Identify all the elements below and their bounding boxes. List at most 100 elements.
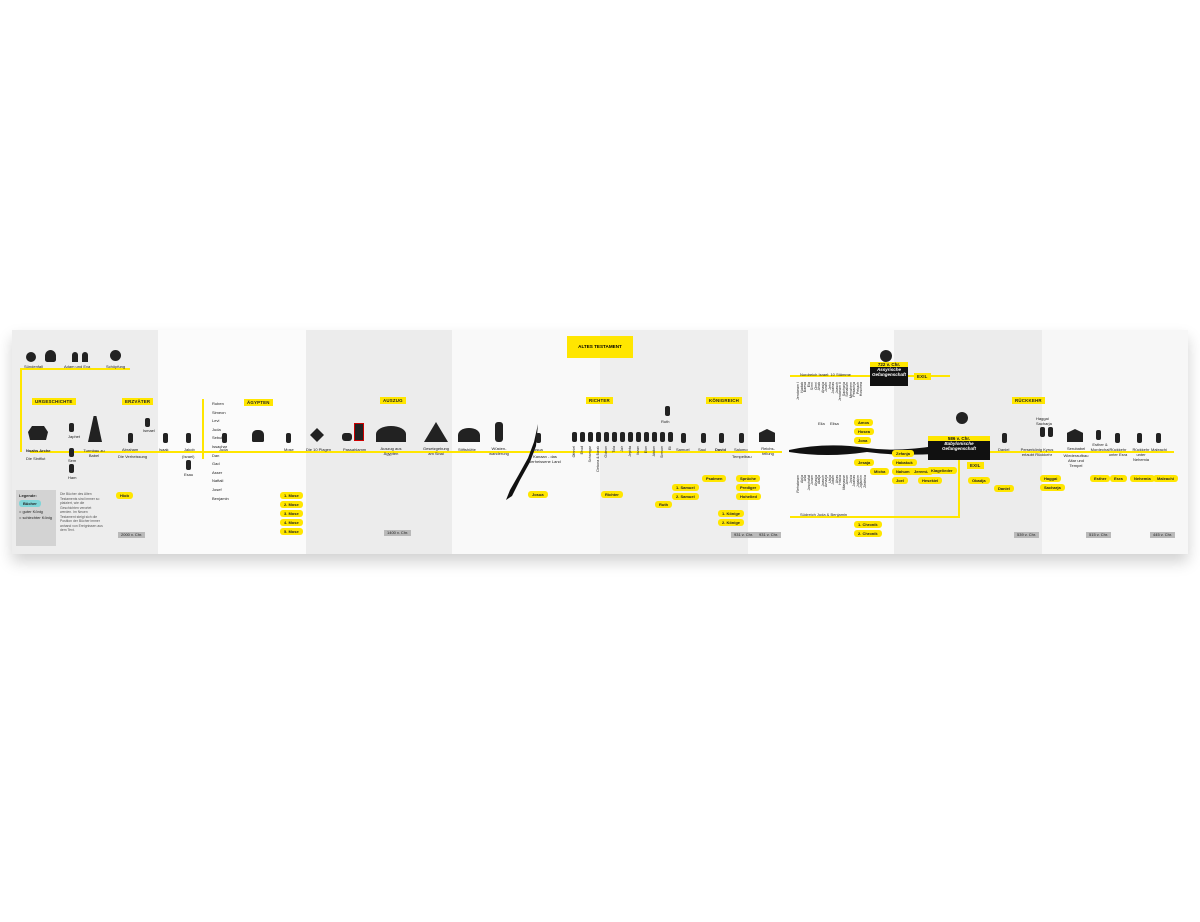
section-koenigreich: KÖNIGREICH xyxy=(706,397,743,404)
sea-icon xyxy=(376,426,406,442)
maleachi-label: Maleachi xyxy=(1151,447,1168,452)
book-psalmen: Psalmen xyxy=(702,475,727,482)
book-daniel: Daniel xyxy=(994,485,1015,492)
judge-7: Jephta xyxy=(628,446,632,457)
section-aegypten: ÄGYPTEN xyxy=(244,399,273,406)
salomo-icon xyxy=(739,433,744,443)
ark-icon xyxy=(28,426,48,440)
sacharja-icon xyxy=(1048,427,1053,437)
son-10: Josef xyxy=(212,487,222,492)
book-mose2: 2. Mose xyxy=(280,501,303,508)
gesetz-label: Gesetzgebung am Sinai xyxy=(422,446,450,456)
section-exil-2: EXIL xyxy=(967,462,984,469)
book-nehemia: Nehemia xyxy=(1130,475,1155,482)
juda-label: Juda xyxy=(219,447,228,452)
judge-icon-6 xyxy=(620,432,625,442)
esther-label: Esther & Mordechai xyxy=(1090,442,1110,452)
section-exil-1: EXIL xyxy=(914,373,931,380)
nehemia-icon xyxy=(1137,433,1142,443)
book-koenige1: 1. Könige xyxy=(718,510,745,517)
plague-icon xyxy=(310,428,324,442)
section-urgeschichte: URGESCHICHTE xyxy=(32,398,76,405)
sons-trunk xyxy=(202,399,204,459)
ham-icon xyxy=(69,464,74,473)
serubabel-label: Serubabel xyxy=(1067,446,1086,451)
son-3: Juda xyxy=(212,426,221,432)
date-2000: 2000 v. Chr. xyxy=(118,532,146,538)
judge-icon-10 xyxy=(652,432,657,442)
tree-icon xyxy=(45,350,56,362)
assyria-icon xyxy=(880,350,892,362)
nehemia-rueck-label: Rückkehr unter Nehemia xyxy=(1132,447,1150,462)
judge-icon-12 xyxy=(668,432,673,442)
adam-icon xyxy=(72,352,78,362)
son-11: Benjamin xyxy=(212,495,229,501)
book-mose4: 4. Mose xyxy=(280,519,303,526)
mose-icon xyxy=(286,433,291,443)
judge-icon-5 xyxy=(612,432,617,442)
camel-icon xyxy=(252,430,264,442)
title-banner-text: ALTES TESTAMENT xyxy=(578,344,622,349)
judge-icon-1 xyxy=(580,432,585,442)
daniel-label: Daniel xyxy=(998,447,1010,452)
book-samuel2: 2. Samuel xyxy=(672,493,699,500)
book-obadja: Obadja xyxy=(968,477,990,484)
salomo-label: Salomo xyxy=(734,447,748,452)
eva-icon xyxy=(82,352,88,362)
maleachi-icon xyxy=(1156,433,1161,443)
son-5: Issachar xyxy=(212,444,228,449)
stiftshuette-label: Stiftshütte xyxy=(458,447,476,452)
book-nahum: Nahum xyxy=(892,468,914,475)
judge-icon-0 xyxy=(572,432,577,442)
babylon-box: 586 v. Chr. Babylonische Gefangenschaft xyxy=(928,436,990,460)
book-jona: Jona xyxy=(854,437,872,444)
main-timeline-2 xyxy=(922,451,1174,453)
main-timeline xyxy=(30,451,782,453)
temple-icon xyxy=(759,429,775,442)
mose-label: Mose xyxy=(284,447,294,452)
sacharja-label: Sacharja xyxy=(1036,421,1052,426)
book-esra: Esra xyxy=(1110,475,1127,482)
son-9: Naftali xyxy=(212,478,224,484)
book-micha: Micha xyxy=(870,468,890,475)
esra-icon xyxy=(1115,433,1120,443)
esau-label: Esau xyxy=(184,472,194,477)
north-king-18: Hoschea xyxy=(859,382,863,397)
judge-12: Eli xyxy=(668,446,672,450)
verheissung-label: Die Verheissung xyxy=(118,454,148,459)
ismael-label: Ismael xyxy=(143,428,155,433)
legend-text: Die Bücher des Alten Testaments sind imm… xyxy=(60,492,103,532)
schoepfung-label: Schöpfung xyxy=(106,364,126,369)
assyria-box: 722 v. Chr. Assyrische Gefangenschaft xyxy=(870,362,908,386)
y722-label: 722 v. Chr. xyxy=(870,362,908,367)
south-line xyxy=(790,516,960,518)
exil-line xyxy=(958,458,960,518)
legend-box: Legende: Bücher = guter König = schlecht… xyxy=(16,490,56,546)
ismael-icon xyxy=(145,418,150,427)
tabernacle-icon xyxy=(458,428,480,442)
south-king-19: Zedekia xyxy=(862,475,867,488)
abraham-icon xyxy=(128,433,133,443)
judge-icon-4 xyxy=(604,432,609,442)
esther-icon xyxy=(1096,430,1101,440)
bluebox-label: Babylonische Gefangenschaft xyxy=(941,441,976,451)
son-0: Ruben xyxy=(212,401,224,406)
wuestenwanderung-label: Wüsten- wanderung xyxy=(489,446,509,456)
saul-icon xyxy=(701,433,706,443)
temple-2-icon xyxy=(1067,429,1083,442)
judge-icon-9 xyxy=(644,432,649,442)
esra-rueck-label: Rückkehr unter Esra xyxy=(1108,447,1128,457)
section-richter: RICHTER xyxy=(586,397,613,404)
adam-label: Adam und Eva xyxy=(64,364,91,369)
sintflut-label: Die Sintflut xyxy=(26,456,46,461)
sem-label: Sem xyxy=(68,458,77,463)
esau-icon xyxy=(186,460,191,470)
book-koenige2: 2. Könige xyxy=(718,519,745,526)
judge-icon-3 xyxy=(596,432,601,442)
section-erzvaeter: ERZVÄTER xyxy=(122,398,154,405)
section-rueckkehr: RÜCKKEHR xyxy=(1012,397,1045,404)
samuel-label: Samuel xyxy=(676,447,690,452)
section-auszug: AUSZUG xyxy=(380,397,406,404)
book-sacharja: Sacharja xyxy=(1040,484,1065,491)
reichsteilung-label: Reichs- teilung xyxy=(761,446,775,456)
